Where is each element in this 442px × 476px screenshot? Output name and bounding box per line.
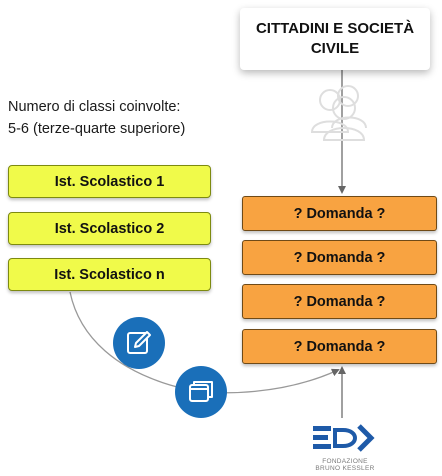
question-box-2: ? Domanda ?: [242, 240, 437, 275]
stacked-windows-icon: [189, 381, 213, 402]
school-box-1: Ist. Scolastico 1: [8, 165, 211, 198]
edit-pencil-icon: [127, 331, 151, 354]
question-box-3: ? Domanda ?: [242, 284, 437, 319]
caption-line-1: Numero di classi coinvolte:: [8, 99, 181, 115]
curve-schools-to-questions: [69, 291, 340, 394]
edit-icon-circle: [113, 317, 165, 369]
stakeholder-card: CITTADINI E SOCIETÀ CIVILE: [240, 8, 430, 70]
fbk-logo-text: FONDAZIONE BRUNO KESSLER: [300, 458, 390, 472]
school-box-2: Ist. Scolastico 2: [8, 212, 211, 245]
windows-icon-circle: [175, 366, 227, 418]
fbk-logo-icon: [313, 424, 375, 452]
caption-line-2: 5-6 (terze-quarte superiore): [8, 121, 186, 137]
stakeholder-title: CITTADINI E SOCIETÀ CIVILE: [255, 20, 415, 57]
school-box-n: Ist. Scolastico n: [8, 258, 211, 291]
classes-caption: Numero di classi coinvolte: 5-6 (terze-q…: [8, 96, 218, 140]
logo-line-1: FONDAZIONE: [322, 458, 368, 465]
question-box-1: ? Domanda ?: [242, 196, 437, 231]
question-box-4: ? Domanda ?: [242, 329, 437, 364]
logo-line-2: BRUNO KESSLER: [315, 465, 375, 472]
people-group-icon: [310, 85, 367, 141]
